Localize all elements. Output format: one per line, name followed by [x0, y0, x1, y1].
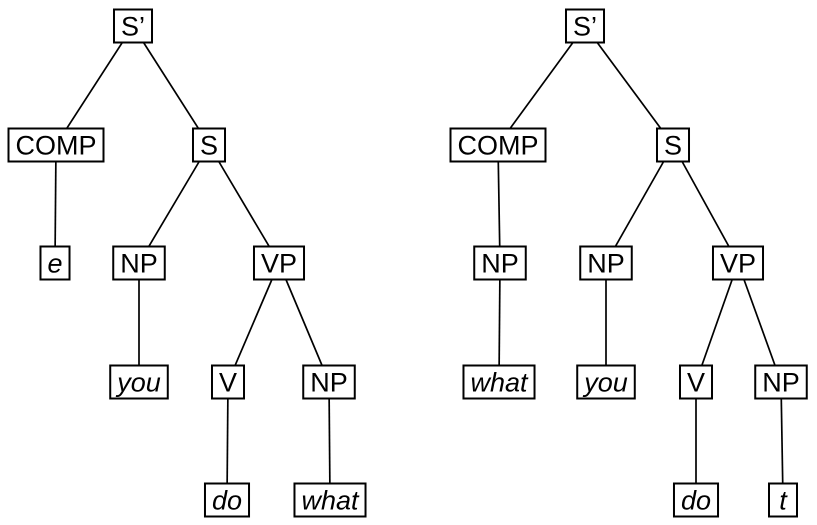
- tree-edge-np-obj-t: [780, 381, 784, 501]
- left-tree-node-comp: COMP: [7, 127, 105, 163]
- tree-edge-np-obj-what: [328, 381, 331, 501]
- right-tree-node-vp: VP: [711, 245, 765, 281]
- right-tree-node-what: what: [462, 364, 536, 400]
- node-label: NP: [587, 249, 625, 279]
- tree-edge-vp-np-obj: [737, 262, 782, 383]
- node-box: [191, 127, 227, 163]
- node-label: you: [582, 368, 628, 398]
- node-label: S’: [573, 12, 597, 42]
- tree-edge-vp-np-obj: [278, 262, 330, 383]
- tree-edge-v-do: [226, 381, 229, 501]
- edges-layer: [54, 25, 784, 501]
- node-label: do: [212, 486, 242, 516]
- tree-edge-vp-v: [695, 262, 739, 383]
- node-label: NP: [120, 249, 158, 279]
- node-box: [252, 245, 306, 281]
- node-box: [293, 482, 367, 518]
- node-label: V: [687, 368, 705, 398]
- left-tree-node-v: V: [210, 364, 246, 400]
- tree-edge-comp-np-comp: [497, 144, 501, 264]
- node-box: [112, 245, 166, 281]
- node-box: [39, 245, 71, 281]
- node-box: [302, 364, 356, 400]
- node-box: [473, 245, 527, 281]
- tree-edge-s-np-subj: [605, 144, 674, 264]
- left-tree-node-s-bar: S’: [112, 8, 154, 44]
- left-tree-node-vp: VP: [252, 245, 306, 281]
- node-box: [449, 127, 547, 163]
- right-tree-edges: [497, 25, 784, 501]
- left-tree-node-do: do: [203, 482, 251, 518]
- node-box: [711, 245, 765, 281]
- left-tree-node-np-subj: NP: [112, 245, 166, 281]
- node-label: you: [115, 368, 161, 398]
- tree-edge-comp-e: [54, 144, 57, 264]
- node-box: [564, 8, 606, 44]
- node-box: [112, 8, 154, 44]
- node-label: VP: [720, 249, 756, 279]
- node-box: [579, 245, 633, 281]
- node-label: S: [664, 131, 682, 161]
- node-label: e: [47, 249, 62, 279]
- left-tree-node-e: e: [39, 245, 71, 281]
- right-tree-node-np-subj: NP: [579, 245, 633, 281]
- node-box: [678, 364, 714, 400]
- node-label: NP: [310, 368, 348, 398]
- node-label: NP: [762, 368, 800, 398]
- node-label: NP: [481, 249, 519, 279]
- node-box: [462, 364, 536, 400]
- right-tree-node-np-comp: NP: [473, 245, 527, 281]
- right-tree-node-np-obj: NP: [754, 364, 808, 400]
- node-label: what: [470, 368, 529, 398]
- right-tree-node-do: do: [672, 482, 720, 518]
- node-box: [7, 127, 105, 163]
- node-label: COMP: [16, 131, 97, 161]
- node-label: S’: [121, 12, 145, 42]
- node-box: [768, 482, 798, 518]
- tree-edge-s-vp: [208, 144, 280, 264]
- tree-edge-vp-v: [227, 262, 280, 383]
- node-label: do: [681, 486, 711, 516]
- tree-edge-s-bar-comp: [55, 25, 134, 146]
- right-tree-node-s: S: [655, 127, 691, 163]
- node-label: what: [301, 486, 360, 516]
- node-label: S: [200, 131, 218, 161]
- node-box: [672, 482, 720, 518]
- right-tree: S’ COMP S NP NP VP what you V NP do t: [449, 8, 808, 518]
- left-tree-node-what: what: [293, 482, 367, 518]
- tree-edge-s-bar-comp: [497, 25, 586, 146]
- left-tree-edges: [54, 25, 331, 501]
- tree-edge-s-np-subj: [138, 144, 210, 264]
- node-label: VP: [261, 249, 297, 279]
- node-label: V: [219, 368, 237, 398]
- tree-edge-s-bar-s: [132, 25, 210, 146]
- right-tree-node-comp: COMP: [449, 127, 547, 163]
- right-tree-node-you: you: [576, 364, 636, 400]
- tree-edge-s-bar-s: [584, 25, 674, 146]
- node-box: [210, 364, 246, 400]
- tree-edge-s-vp: [672, 144, 739, 264]
- node-box: [655, 127, 691, 163]
- node-box: [576, 364, 636, 400]
- right-tree-node-s-bar: S’: [564, 8, 606, 44]
- right-tree-node-t: t: [768, 482, 798, 518]
- left-tree-node-you: you: [109, 364, 169, 400]
- node-label: t: [779, 486, 788, 516]
- left-tree-node-np-obj: NP: [302, 364, 356, 400]
- node-box: [203, 482, 251, 518]
- node-label: COMP: [458, 131, 539, 161]
- node-box: [754, 364, 808, 400]
- left-tree-node-s: S: [191, 127, 227, 163]
- right-tree-node-v: V: [678, 364, 714, 400]
- tree-edge-np-comp-what: [498, 262, 501, 383]
- node-box: [109, 364, 169, 400]
